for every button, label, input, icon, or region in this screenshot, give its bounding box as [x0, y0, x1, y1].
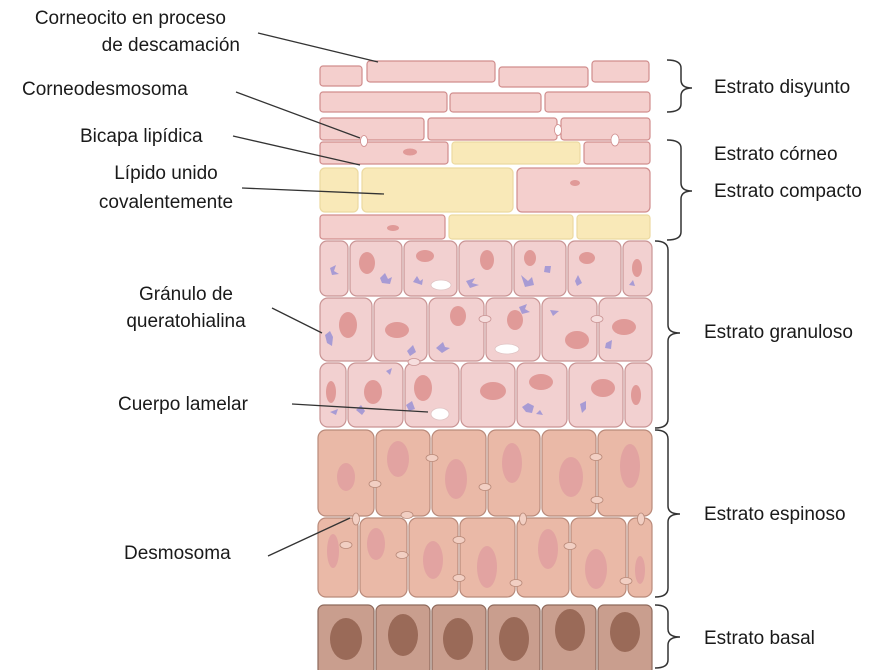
- brace-basal: [655, 605, 680, 668]
- label-granulo-line2: queratohialina: [116, 310, 256, 334]
- label-estrato-granuloso: Estrato granuloso: [704, 321, 853, 345]
- brace-granuloso: [655, 241, 680, 428]
- label-corneodesmosoma: Corneodesmosoma: [22, 78, 188, 102]
- label-cuerpo-lamelar: Cuerpo lamelar: [118, 393, 248, 417]
- label-lipido-line2: covalentemente: [86, 191, 246, 215]
- estrato-basal-cells: [318, 605, 652, 670]
- label-corneocito-line1: Corneocito en proceso: [0, 7, 226, 31]
- label-estrato-corneo: Estrato córneo: [714, 143, 838, 167]
- brace-disyunto: [667, 60, 692, 112]
- brace-corneo: [667, 140, 692, 240]
- label-estrato-compacto: Estrato compacto: [714, 180, 862, 204]
- brace-espinoso: [655, 430, 680, 597]
- label-bicapa-lipidica: Bicapa lipídica: [80, 125, 203, 149]
- estrato-disyunto-cells: [320, 61, 650, 112]
- label-granulo-line1: Gránulo de: [116, 283, 256, 307]
- label-estrato-disyunto: Estrato disyunto: [714, 76, 850, 100]
- label-desmosoma: Desmosoma: [124, 542, 231, 566]
- label-corneocito-line2: de descamación: [0, 34, 240, 58]
- label-lipido-line1: Lípido unido: [86, 162, 246, 186]
- estrato-compacto-cells: [320, 118, 650, 239]
- label-estrato-espinoso: Estrato espinoso: [704, 503, 846, 527]
- stratum-braces: [655, 60, 692, 668]
- label-estrato-basal: Estrato basal: [704, 627, 815, 651]
